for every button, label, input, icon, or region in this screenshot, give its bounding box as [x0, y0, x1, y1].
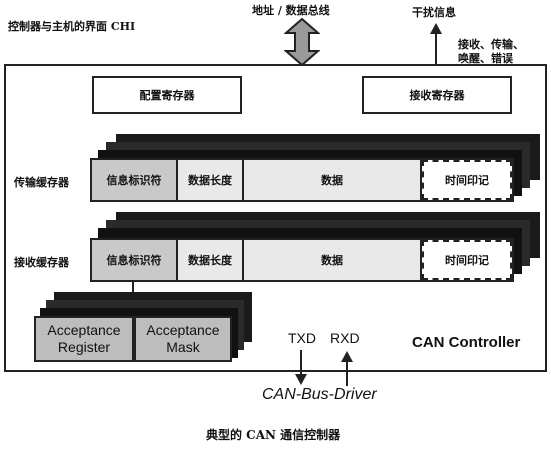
bus-label: 地址 / 数据总线 [252, 4, 330, 17]
acceptance-register: Acceptance Register [34, 316, 134, 362]
interrupt-label: 干扰信息 [412, 6, 456, 19]
receive-timestamp-dashed [422, 240, 512, 280]
transmit-cell-timestamp: 时间印记 [422, 160, 512, 200]
receive-cell-timestamp: 时间印记 [422, 240, 512, 280]
figure-caption: 典型的 CAN 通信控制器 [206, 428, 341, 442]
transmit-cell-length: 数据长度 [178, 160, 244, 200]
acceptance-mask: Acceptance Mask [134, 316, 232, 362]
rxd-label: RXD [330, 330, 360, 346]
receive-cell-data: 数据 [244, 240, 422, 280]
transmit-buffer: 信息标识符 数据长度 数据 时间印记 [90, 158, 514, 202]
rxd-up-arrow-icon [341, 351, 353, 386]
receive-buffer-label: 接收缓存器 [14, 256, 69, 269]
bus-driver-label: CAN-Bus-Driver [262, 386, 377, 403]
acceptance-register-line2: Register [57, 339, 111, 355]
txd-label: TXD [288, 330, 316, 346]
interface-label: 控制器与主机的界面 CHI [8, 20, 136, 33]
receive-register: 接收寄存器 [362, 76, 512, 114]
receive-cell-identifier: 信息标识符 [92, 240, 178, 280]
txd-down-arrow-icon [295, 350, 307, 385]
interrupt-up-arrow-icon [430, 23, 442, 66]
transmit-cell-identifier: 信息标识符 [92, 160, 178, 200]
transmit-buffer-label: 传输缓存器 [14, 176, 69, 189]
interrupt-sub-line2: 唤醒、错误 [458, 52, 513, 65]
config-register: 配置寄存器 [92, 76, 242, 114]
acceptance-register-line1: Acceptance [47, 322, 121, 338]
transmit-cell-data: 数据 [244, 160, 422, 200]
interrupt-sub-line1: 接收、传输、 [458, 38, 524, 51]
acceptance-mask-line1: Acceptance [146, 322, 220, 338]
bus-double-arrow-icon [284, 18, 320, 66]
transmit-timestamp-dashed [422, 160, 512, 200]
receive-buffer: 信息标识符 数据长度 数据 时间印记 [90, 238, 514, 282]
controller-frame [4, 64, 547, 372]
acceptance-mask-line2: Mask [166, 339, 200, 355]
controller-label: CAN Controller [412, 334, 521, 351]
receive-cell-length: 数据长度 [178, 240, 244, 280]
